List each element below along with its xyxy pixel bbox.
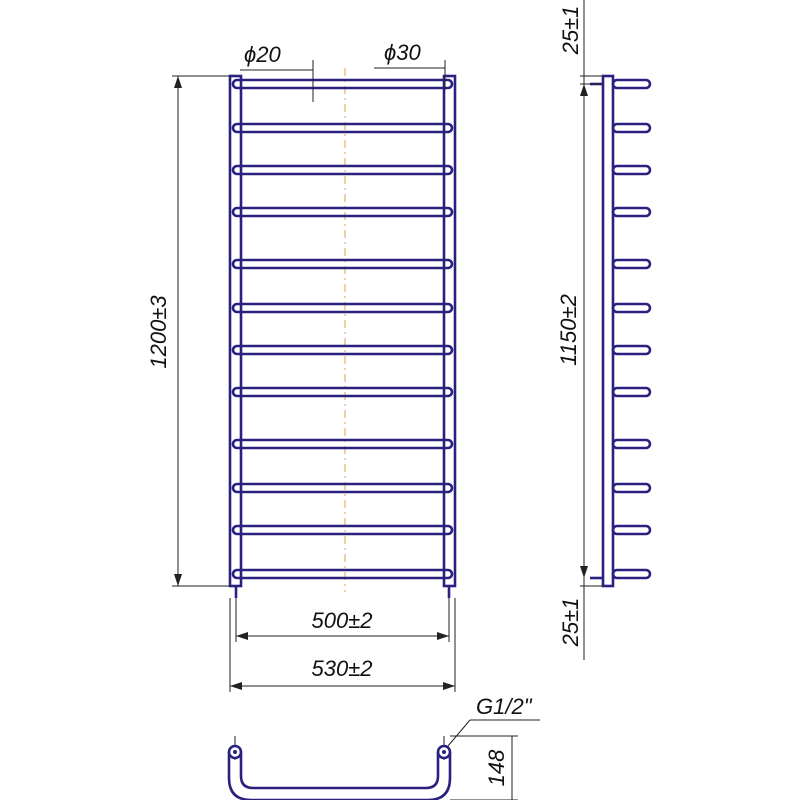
side-bar-5 (611, 258, 652, 270)
crossbar-5 (231, 258, 454, 270)
dimension-pipe-large-label: ϕ30 (384, 40, 421, 65)
dimension-pipe-small-label: ϕ20 (244, 42, 281, 67)
side-bar-7 (611, 344, 652, 356)
dimension-thread: G1/2" (447, 694, 540, 747)
crossbar-6 (231, 302, 454, 314)
crossbar-11 (231, 524, 454, 536)
crossbar-7 (231, 344, 454, 356)
dimension-total-width-label: 530±2 (311, 656, 372, 681)
side-view-pipe (601, 74, 615, 588)
dimension-bottom-offset-label: 25±1 (558, 598, 583, 648)
top-view (227, 736, 452, 800)
side-view (590, 74, 652, 588)
dimension-connection-spacing: 1150±2 (556, 84, 588, 578)
side-bar-8 (611, 386, 652, 398)
crossbar-1 (231, 78, 454, 90)
side-bar-10 (611, 482, 652, 494)
dimension-depth-label: 148 (484, 749, 509, 786)
top-view-u-bend (227, 752, 452, 800)
dimension-pipe-small: ϕ20 (240, 42, 314, 102)
side-bar-1 (611, 78, 652, 90)
crossbar-10 (231, 482, 454, 494)
side-bar-11 (611, 524, 652, 536)
dimension-total-width: 530±2 (229, 598, 456, 692)
dimension-depth: 148 (450, 735, 518, 800)
front-view (228, 68, 457, 598)
left-side-pipe (228, 74, 243, 588)
side-view-bars (611, 78, 652, 580)
dimension-total-height-label: 1200±3 (146, 295, 171, 369)
side-bar-3 (611, 164, 652, 176)
side-bar-2 (611, 122, 652, 134)
side-bar-6 (611, 302, 652, 314)
dimension-thread-label: G1/2" (476, 694, 533, 719)
crossbar-3 (231, 164, 454, 176)
dimension-connection-spacing-label: 1150±2 (556, 294, 581, 366)
crossbar-12 (231, 568, 454, 580)
dimension-top-offset-label: 25±1 (558, 6, 583, 56)
dimension-inner-width-label: 500±2 (311, 608, 372, 633)
side-bar-9 (611, 438, 652, 450)
crossbar-4 (231, 206, 454, 218)
crossbars (231, 78, 454, 580)
side-bar-4 (611, 206, 652, 218)
dimension-total-height: 1200±3 (146, 75, 230, 587)
crossbar-8 (231, 386, 454, 398)
crossbar-9 (231, 438, 454, 450)
crossbar-2 (231, 122, 454, 134)
right-side-pipe (442, 74, 457, 588)
dimension-bottom-offset: 25±1 (558, 578, 603, 660)
dimension-pipe-large: ϕ30 (374, 40, 446, 90)
side-bar-12 (611, 568, 652, 580)
dimension-inner-width: 500±2 (235, 598, 450, 642)
dimension-top-offset: 25±1 (558, 0, 603, 85)
